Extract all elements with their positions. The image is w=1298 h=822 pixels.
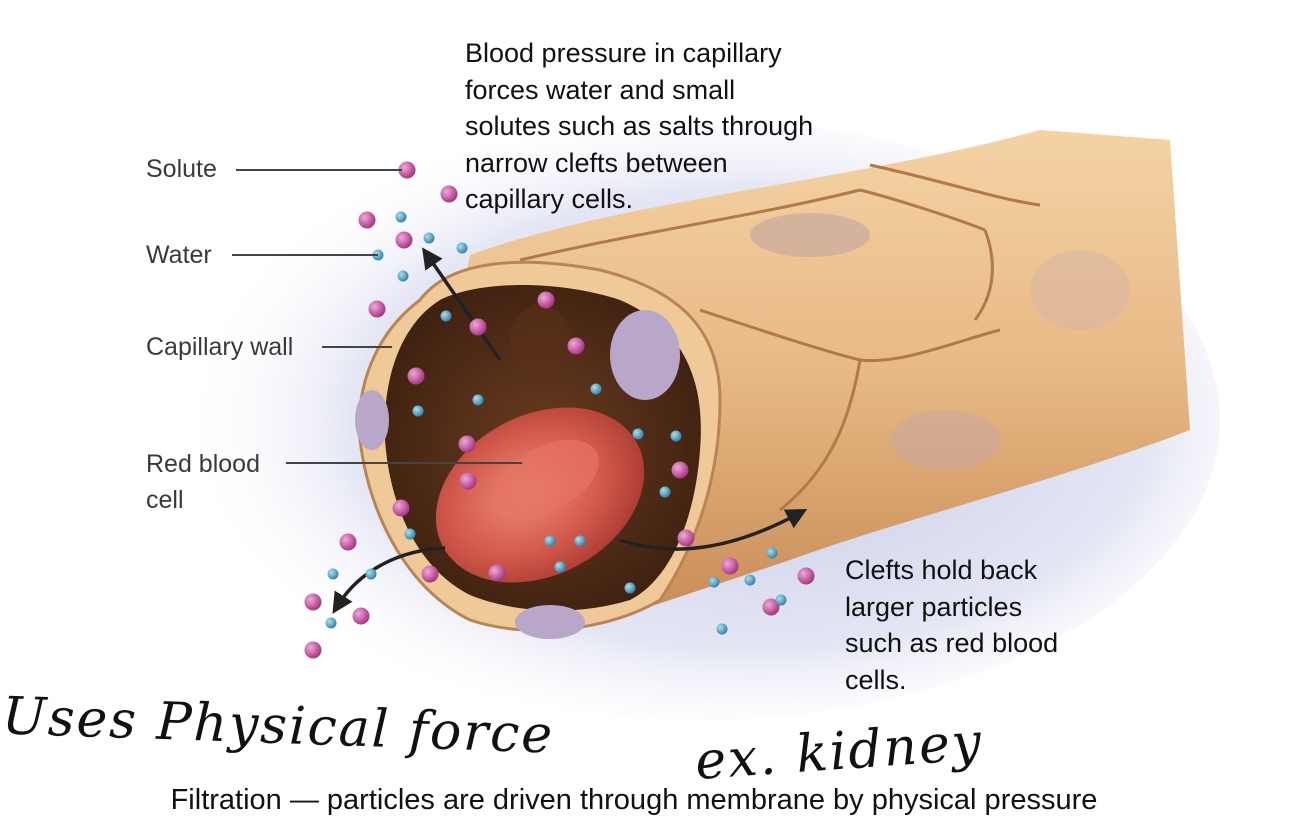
water-particle [554,561,566,573]
nucleus [750,213,870,257]
water-particle [708,576,720,588]
flow-arrows [332,247,808,614]
arrow-up-left [422,247,502,361]
water-particle [590,383,602,395]
water-particle [412,405,424,417]
callout-line: Blood pressure in capillary [465,38,782,68]
clefts-callout: Clefts hold back larger particles such a… [845,552,1058,698]
solute-particle [368,300,386,318]
solute-particle [395,231,413,249]
nucleus [610,310,680,400]
callout-line: larger particles [845,591,1023,622]
red-blood-cell-label: Red blood cell [146,446,260,518]
water-particle [766,547,778,559]
label-leader-lines [232,169,522,464]
solute-particle [304,593,322,611]
water-particle [456,242,468,254]
arrow-down-left [332,546,446,614]
solute-particle [762,598,780,616]
nucleus [515,605,585,639]
solute-particle [677,529,695,547]
water-particle [624,582,636,594]
callout-line: forces water and small [465,74,736,105]
arrow-right [619,509,808,551]
solute-particle [392,499,410,517]
water-particle [659,486,671,498]
water-particle [327,568,339,580]
solute-particle [358,211,376,229]
red-blood-cell [435,407,645,583]
callout-line: Clefts hold back [845,555,1038,585]
solute-particle [459,472,477,490]
pressure-callout: Blood pressure in capillary forces water… [465,35,813,218]
water-particle [397,270,409,282]
callout-line: such as red blood [845,628,1059,658]
solute-particle [421,565,439,583]
red-blood-cell-label-line: Red blood [146,450,260,478]
nucleus [890,410,1000,470]
water-particle [744,574,756,586]
water-particle [440,310,452,322]
solute-particle [671,461,689,479]
water-particle [325,617,337,629]
nucleus [1030,250,1130,330]
water-particle [632,428,644,440]
solute-particle [458,435,476,453]
water-label: Water [146,241,212,269]
figure-caption: Filtration — particles are driven throug… [170,784,1098,816]
water-particle [544,535,556,547]
callout-line: narrow clefts between [465,147,728,178]
solute-particle [537,291,555,309]
particles [304,161,815,659]
solute-particle [407,367,425,385]
solute-label: Solute [146,155,217,183]
water-particle [775,594,787,606]
solute-particle [398,161,416,179]
callout-line: cells. [845,664,907,695]
water-particle [670,430,682,442]
callout-line: capillary cells. [465,184,634,214]
water-particle [395,211,407,223]
nucleus [355,390,389,450]
red-blood-cell-label-line: cell [146,486,184,514]
water-particle [472,394,484,406]
solute-particle [339,533,357,551]
water-particle [365,568,377,580]
solute-particle [440,185,458,203]
water-particle [423,232,435,244]
capillary-wall-label: Capillary wall [146,333,294,361]
solute-particle [488,564,506,582]
water-particle [404,528,416,540]
solute-particle [352,607,370,625]
solute-particle [304,641,322,659]
water-particle [716,623,728,635]
water-particle [574,535,586,547]
solute-particle [567,337,585,355]
solute-particle [469,318,487,336]
callout-line: solutes such as salts through [465,111,814,141]
solute-particle [797,567,815,585]
solute-particle [721,557,739,575]
